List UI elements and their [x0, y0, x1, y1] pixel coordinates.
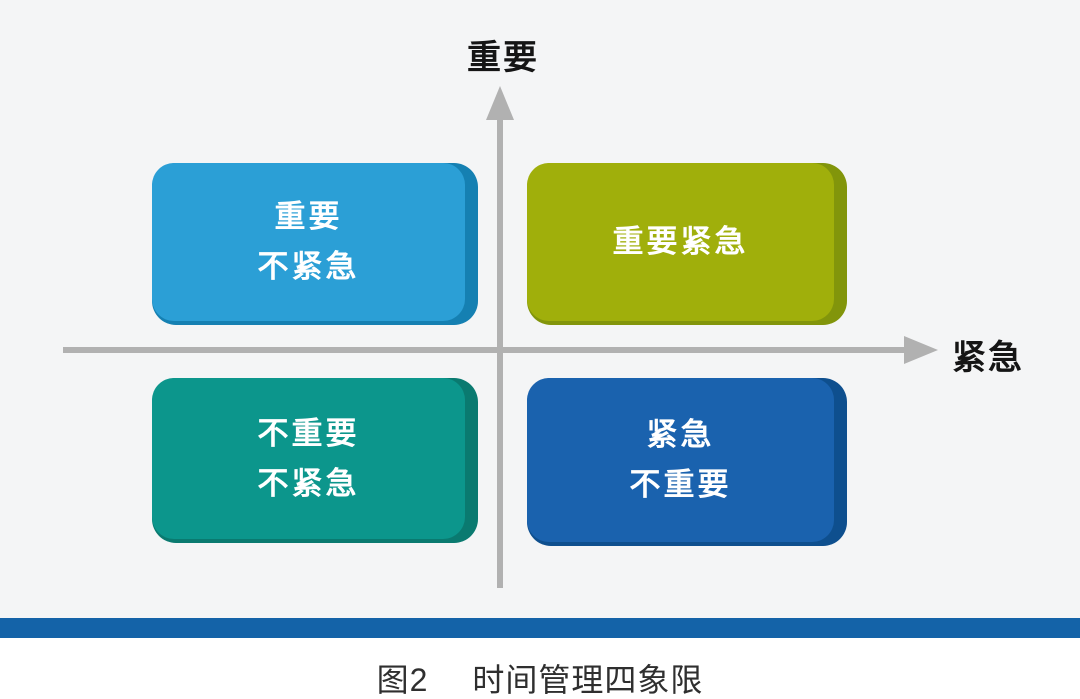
quadrant-important-not-urgent: 重要 不紧急 — [152, 163, 478, 325]
figure-title: 时间管理四象限 — [472, 662, 704, 698]
figure-label: 图2 — [376, 662, 429, 698]
y-axis-label: 重要 — [467, 39, 539, 77]
quadrant-label-line: 不紧急 — [257, 465, 360, 501]
y-axis-arrowhead-icon — [486, 86, 514, 120]
x-axis-arrowhead-icon — [904, 336, 938, 364]
quadrant-face: 重要 不紧急 — [152, 163, 465, 321]
quadrant-face: 紧急 不重要 — [527, 378, 834, 542]
quadrant-label-line: 紧急 — [646, 417, 715, 452]
figure-caption: 图2 时间管理四象限 — [0, 655, 1080, 699]
x-axis-label: 紧急 — [952, 339, 1024, 377]
quadrant-not-important-not-urgent: 不重要 不紧急 — [152, 378, 478, 543]
divider-bar — [0, 618, 1080, 638]
quadrant-label-line: 不紧急 — [257, 249, 360, 284]
quadrant-important-urgent: 重要紧急 — [527, 163, 847, 325]
quadrant-face: 重要紧急 — [527, 163, 834, 321]
quadrant-face: 不重要 不紧急 — [152, 378, 465, 539]
quadrant-label-line: 不重要 — [629, 467, 732, 502]
quadrant-label-line: 重要 — [274, 199, 343, 234]
quadrant-label-line: 重要紧急 — [612, 224, 749, 259]
quadrant-urgent-not-important: 紧急 不重要 — [527, 378, 847, 546]
x-axis-line — [63, 347, 906, 353]
quadrant-label-line: 不重要 — [257, 415, 360, 451]
